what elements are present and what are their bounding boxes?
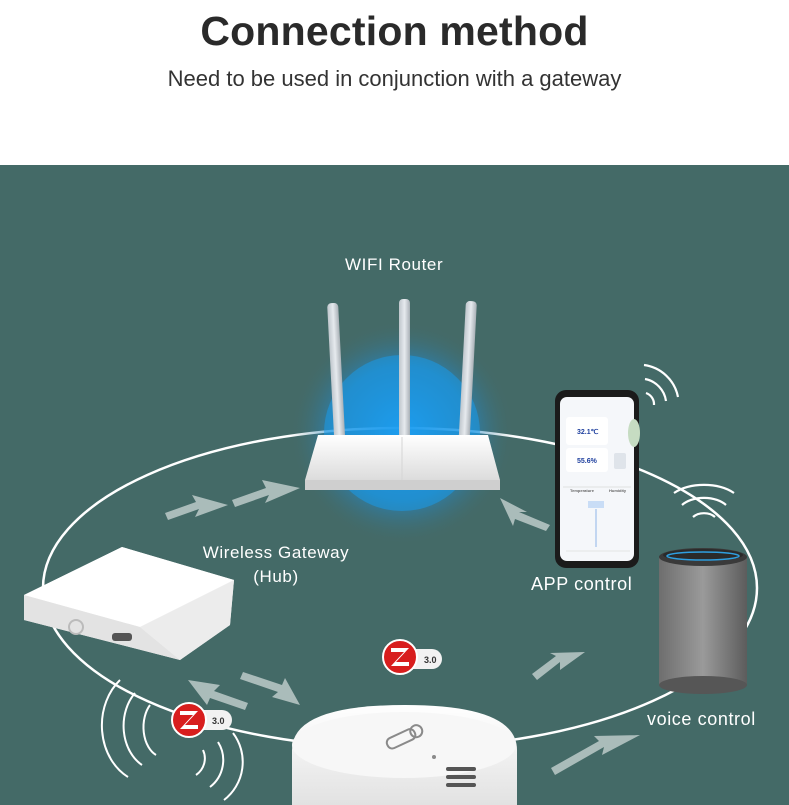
arrow-router-to-gateway [232, 480, 300, 507]
arrow-gateway-to-sensor [188, 680, 248, 710]
gateway-label-line2: (Hub) [253, 567, 299, 586]
arrow-router-to-gateway-2 [165, 495, 228, 520]
connection-diagram: 32.1℃ 55.6% Temperature Humidity [0, 165, 789, 805]
zigbee-version-left: 3.0 [212, 716, 225, 726]
wifi-signal-icon [643, 363, 680, 406]
wifi-router [305, 435, 500, 490]
phone-app: 32.1℃ 55.6% Temperature Humidity [555, 390, 640, 568]
app-control-label: APP control [531, 574, 633, 594]
arrow-voice-to-sensor-2 [551, 735, 640, 775]
phone-temperature: 32.1℃ [577, 428, 599, 436]
thermometer-icon [385, 724, 424, 750]
gateway-label: Wireless Gateway (Hub) [186, 541, 366, 589]
voice-control-label: voice control [647, 709, 756, 729]
diagram-graphics: 32.1℃ 55.6% Temperature Humidity [24, 299, 759, 805]
arrow-voice-to-sensor [532, 652, 585, 680]
phone-humidity: 55.6% [577, 458, 598, 465]
zigbee-badge-top: 3.0 [382, 639, 442, 675]
sensor-signal-left-icon [100, 679, 244, 801]
data-flow-arrows [165, 480, 640, 775]
arrow-sensor-to-gateway [240, 672, 300, 705]
zigbee-logo-icon [180, 711, 198, 729]
page-subtitle: Need to be used in conjunction with a ga… [167, 66, 622, 91]
smart-speaker [659, 548, 747, 694]
zigbee-version-top: 3.0 [424, 655, 437, 665]
wireless-gateway-hub [24, 547, 234, 660]
temperature-sensor [292, 705, 517, 805]
voice-signal-icon [673, 483, 735, 518]
router-antennas [327, 299, 477, 453]
zigbee-badge-left: 3.0 [171, 702, 232, 738]
phone-tab-humidity: Humidity [609, 488, 627, 493]
zigbee-logo-icon [391, 648, 409, 666]
router-label: WIFI Router [345, 255, 444, 274]
phone-tab-temperature: Temperature [570, 488, 595, 493]
arrow-router-to-app [500, 498, 550, 531]
page-title: Connection method [200, 8, 589, 54]
gateway-label-line1: Wireless Gateway [202, 543, 350, 562]
